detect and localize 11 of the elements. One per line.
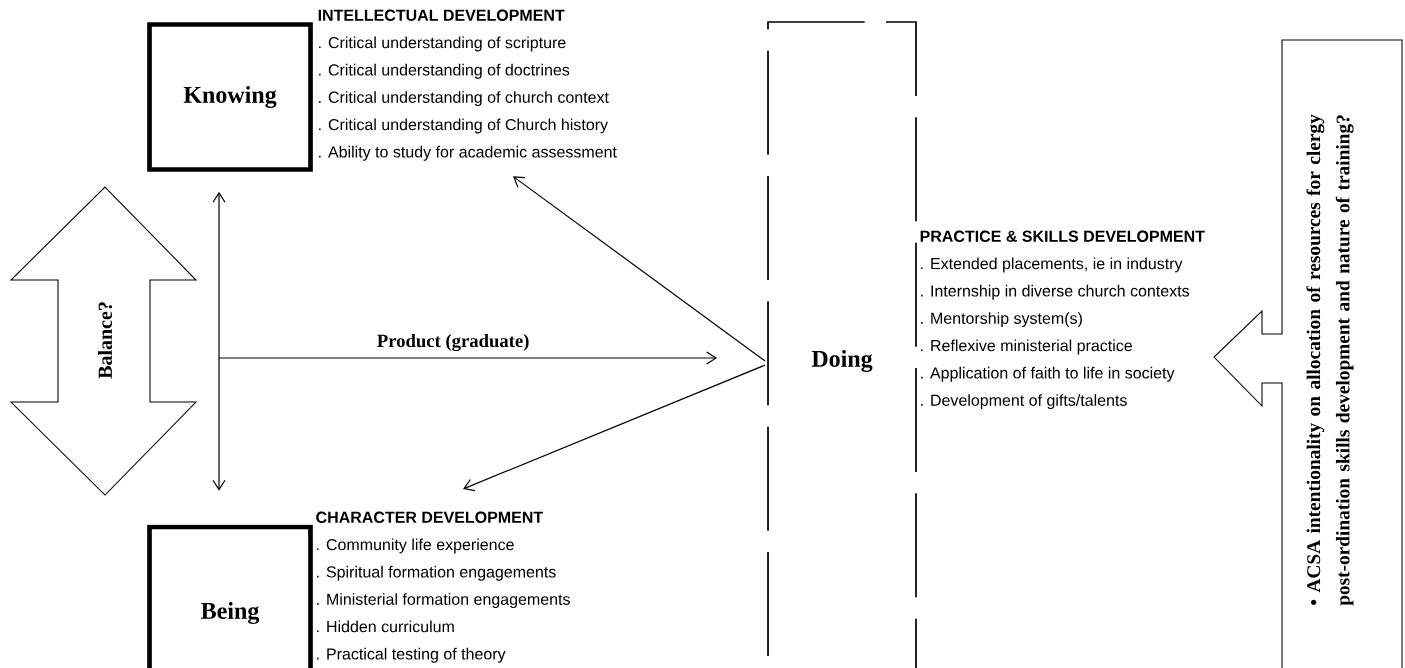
- dashed-box: Doing: [767, 21, 917, 668]
- arrow: [463, 364, 766, 492]
- arrow: [218, 351, 718, 365]
- arrow: [212, 191, 226, 491]
- bullet-list: CHARACTER DEVELOPMENT . Community life experience . Spiritual formation engagements . Ministerial formation engagements . Hidden curriculum . Practical testing of theory: [316, 511, 570, 663]
- concept-box: Knowing: [147, 22, 313, 172]
- bullet-list: INTELLECTUAL DEVELOPMENT . Critical understanding of scripture . Critical understanding of doctrines . Critical understanding of church context . Critical understanding of Church history . Ability to study for academic assessment: [318, 9, 617, 161]
- concept-box: Being: [147, 524, 313, 668]
- edge-label: Product (graduate): [375, 332, 531, 353]
- bullet-list: PRACTICE & SKILLS DEVELOPMENT . Extended placements, ie in industry . Internship in diverse church contexts . Mentorship system(s) . Reflexive ministerial practice . Application of faith to life in society . Development of gifts/talents: [920, 230, 1205, 410]
- arrow: [513, 176, 766, 362]
